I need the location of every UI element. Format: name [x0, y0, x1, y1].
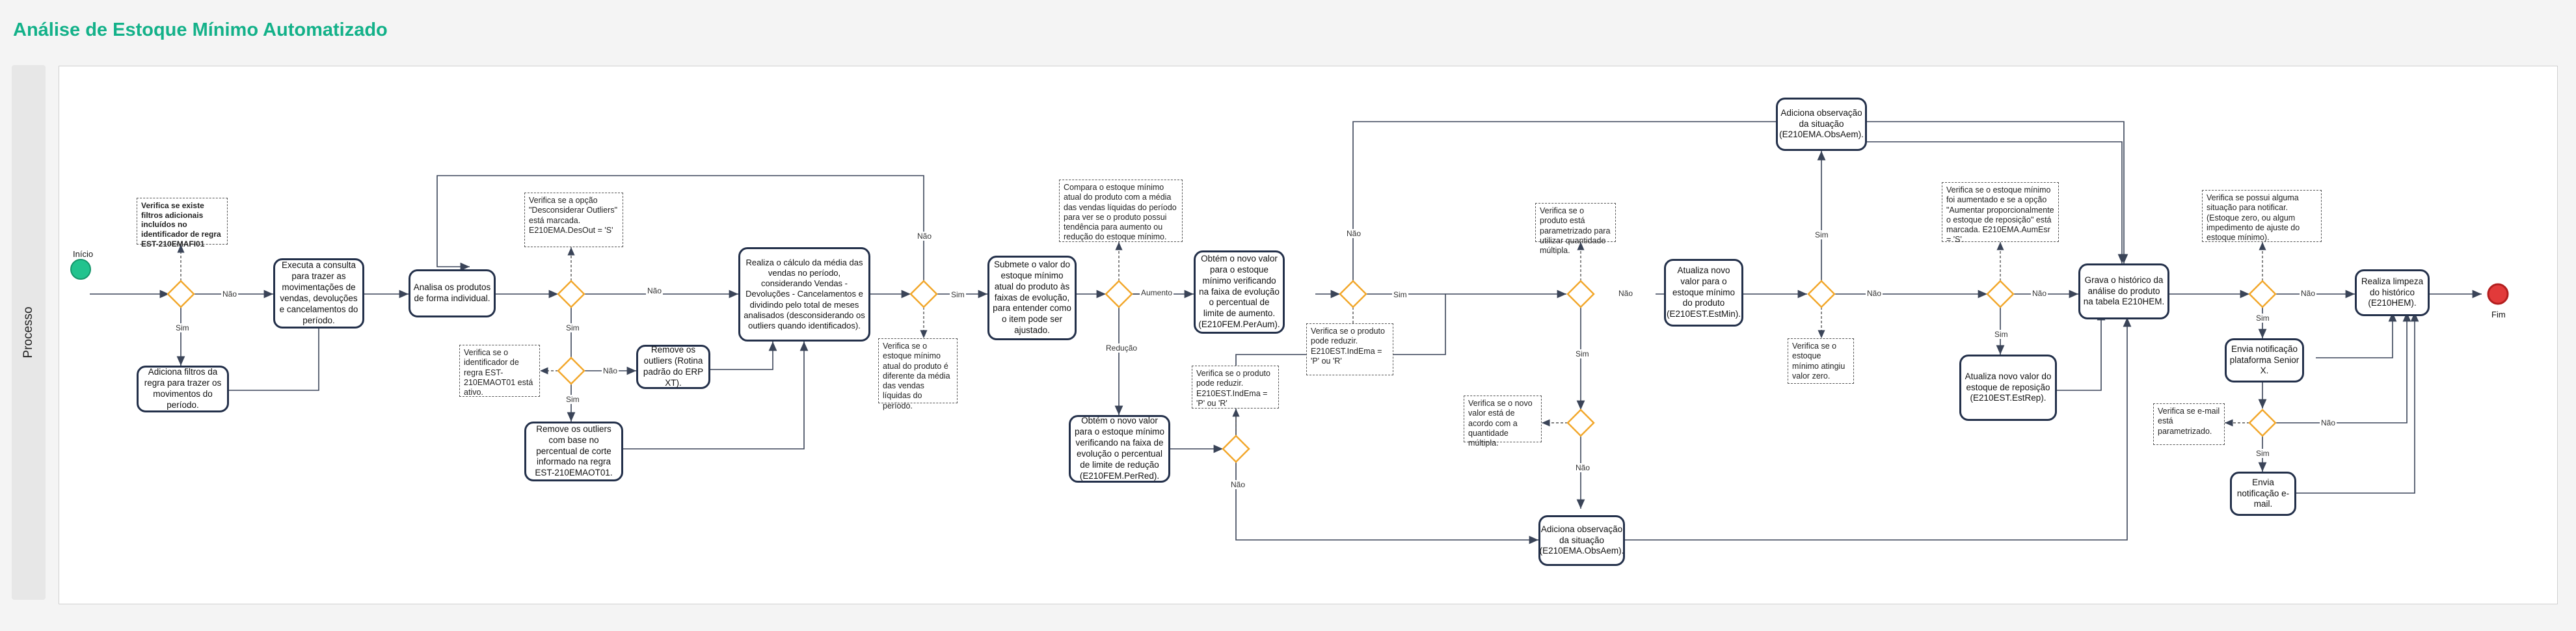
gateway — [557, 356, 585, 385]
gateway — [167, 280, 195, 308]
start-event-label: Início — [73, 249, 94, 259]
flow-label-sim: Sim — [950, 290, 966, 299]
gateway — [1986, 280, 2015, 308]
flow-label-sim: Sim — [1814, 230, 1830, 239]
task-increase-value[interactable]: Obtém o novo valor para o estoque mínimo… — [1194, 250, 1285, 334]
gateway — [1105, 280, 1133, 308]
flow-label-nao: Não — [1345, 229, 1363, 238]
gateway — [909, 280, 938, 308]
task-execute-query[interactable]: Executa a consulta para trazer as movime… — [273, 258, 364, 329]
note-different-average: Verifica se o estoque mínimo atual do pr… — [878, 338, 958, 410]
flow-label-nao: Não — [1617, 289, 1635, 298]
task-notify-email[interactable]: Envia notificação e-mail. — [2230, 472, 2296, 516]
flow-label-nao: Não — [1866, 289, 1883, 298]
task-notify-senior-x[interactable]: Envia notificação plataforma Senior X. — [2225, 338, 2304, 383]
task-analyze-products[interactable]: Analisa os produtos de forma individual. — [409, 269, 496, 317]
task-remove-outliers-cut[interactable]: Remove os outliers com base no percentua… — [524, 422, 623, 481]
flow-label-sim: Sim — [2255, 449, 2271, 458]
task-update-reorder-stock[interactable]: Atualiza novo valor do estoque de reposi… — [1959, 355, 2057, 421]
flow-label-nao: Não — [916, 232, 933, 241]
task-submit-value[interactable]: Submete o valor do estoque mínimo atual … — [987, 256, 1077, 340]
flow-label-nao: Não — [221, 289, 239, 299]
task-update-min-stock[interactable]: Atualiza novo valor para o estoque mínim… — [1664, 259, 1743, 327]
flow-label-sim: Sim — [1993, 330, 2009, 339]
note-can-reduce-top: Verifica se o produto pode reduzir. E210… — [1306, 323, 1393, 375]
flow-label-nao: Não — [2320, 418, 2337, 427]
note-email: Verifica se e-mail está parametrizado. — [2153, 403, 2225, 445]
flow-label-reducao: Redução — [1105, 343, 1139, 353]
note-notify: Verifica se possui alguma situação para … — [2202, 190, 2322, 242]
flow-label-sim: Sim — [1392, 290, 1408, 299]
page-title: Análise de Estoque Mínimo Automatizado — [13, 20, 388, 40]
flow-label-sim: Sim — [2255, 314, 2271, 323]
task-observation-bottom[interactable]: Adiciona observação da situação (E210EMA… — [1538, 515, 1625, 566]
gateway — [1222, 435, 1250, 463]
flow-label-aumento: Aumento — [1140, 288, 1174, 297]
task-clean-history[interactable]: Realiza limpeza do histórico (E210HEM). — [2355, 269, 2430, 316]
flow-label-nao: Não — [2031, 289, 2048, 298]
flow-label-nao: Não — [1229, 480, 1247, 489]
flow-label-sim: Sim — [1574, 349, 1590, 358]
start-event — [70, 259, 91, 280]
flow-label-nao: Não — [1574, 463, 1592, 472]
gateway — [1566, 409, 1595, 437]
note-zero: Verifica se o estoque mínimo atingiu val… — [1788, 338, 1854, 384]
note-outliers-option: Verifica se a opção "Desconsiderar Outli… — [524, 193, 623, 247]
flow-label-sim: Sim — [565, 323, 581, 332]
gateway — [2248, 409, 2277, 437]
note-increased: Verifica se o estoque mínimo foi aumenta… — [1942, 182, 2059, 244]
flow-label-nao: Não — [2300, 289, 2317, 298]
note-can-reduce-bottom: Verifica se o produto pode reduzir. E210… — [1192, 366, 1279, 409]
note-multiple: Verifica se o novo valor está de acordo … — [1464, 396, 1542, 448]
swimlane-header: Processo — [12, 65, 46, 600]
gateway — [2248, 280, 2277, 308]
task-average[interactable]: Realiza o cálculo da média das vendas no… — [738, 247, 870, 342]
flow-label-nao: Não — [646, 286, 664, 295]
flow-label-nao: Não — [602, 366, 619, 375]
note-filters: Verifica se existe filtros adicionais in… — [137, 198, 228, 248]
task-add-filters[interactable]: Adiciona filtros da regra para trazer os… — [137, 366, 229, 412]
gateway — [557, 280, 585, 308]
note-identifier: Verifica se o identificador de regra EST… — [459, 345, 540, 397]
flow-label-sim: Sim — [174, 323, 191, 332]
task-remove-outliers[interactable]: Remove os outliers (Rotina padrão do ERP… — [636, 345, 710, 389]
note-parametrized: Verifica se o produto está parametrizado… — [1535, 203, 1616, 255]
note-compare: Compara o estoque mínimo atual do produt… — [1059, 180, 1183, 242]
end-event-label: Fim — [2491, 310, 2506, 319]
end-event — [2487, 283, 2509, 305]
task-reduce-value[interactable]: Obtém o novo valor para o estoque mínimo… — [1069, 415, 1170, 483]
gateway — [1807, 280, 1836, 308]
gateway — [1339, 280, 1367, 308]
gateway — [1566, 280, 1595, 308]
flow-label-sim: Sim — [565, 395, 581, 404]
task-observation-top[interactable]: Adiciona observação da situação (E210EMA… — [1776, 98, 1867, 151]
task-save-history[interactable]: Grava o histórico da análise do produto … — [2078, 263, 2169, 319]
